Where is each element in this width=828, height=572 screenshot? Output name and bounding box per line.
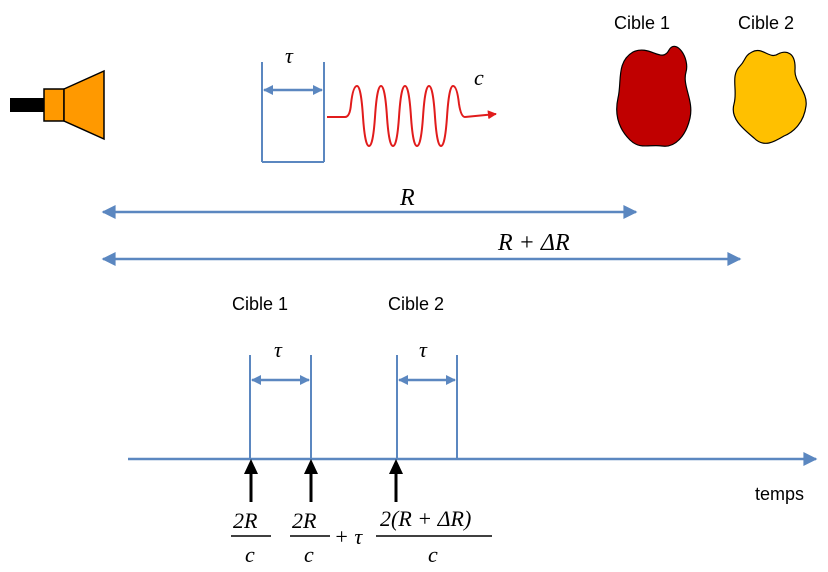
t1-denominator: c bbox=[245, 542, 255, 567]
loudspeaker-icon bbox=[10, 71, 104, 139]
echo2-bracket bbox=[397, 355, 457, 459]
pulse-wave bbox=[327, 86, 496, 146]
t2-numerator: 2R bbox=[292, 508, 317, 533]
range-label-R-plus-dR: R + ΔR bbox=[497, 230, 570, 256]
time-axis-label: temps bbox=[755, 484, 804, 504]
t3-numerator: 2(R + ΔR) bbox=[380, 506, 471, 531]
time-expression-1: 2R c bbox=[231, 508, 271, 567]
target2-label-bottom: Cible 2 bbox=[388, 294, 444, 314]
time-marker-arrows bbox=[244, 459, 403, 502]
target1-label-bottom: Cible 1 bbox=[232, 294, 288, 314]
t1-numerator: 2R bbox=[233, 508, 258, 533]
target2-blob-shape bbox=[733, 50, 806, 143]
t3-denominator: c bbox=[428, 542, 438, 567]
t2-plus-tau: + τ bbox=[334, 524, 363, 549]
time-expression-3: 2(R + ΔR) c bbox=[376, 506, 492, 567]
time-expression-2: 2R c + τ bbox=[290, 508, 363, 567]
speed-label-c: c bbox=[474, 65, 484, 90]
target1-blob-shape bbox=[617, 46, 691, 146]
target1-label-top: Cible 1 bbox=[614, 13, 670, 33]
tau-label-echo1: τ bbox=[274, 337, 283, 362]
echo1-bracket bbox=[250, 355, 311, 459]
pulse-width-bracket bbox=[262, 62, 324, 162]
t2-denominator: c bbox=[304, 542, 314, 567]
tau-label-emitted: τ bbox=[285, 43, 294, 68]
range-label-R: R bbox=[399, 185, 415, 211]
target2-label-top: Cible 2 bbox=[738, 13, 794, 33]
tau-label-echo2: τ bbox=[419, 337, 428, 362]
